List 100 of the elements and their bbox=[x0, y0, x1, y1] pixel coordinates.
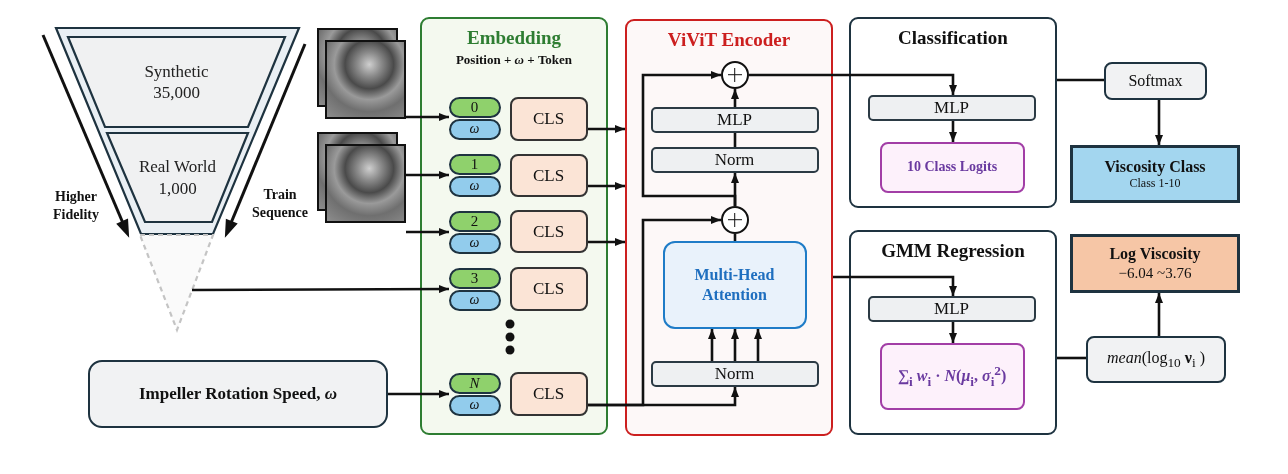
omega-token-pill bbox=[448, 394, 501, 416]
formula: ∑$_{i}$ w$_{i}$ · N(μ$_{i}$, σ$_{i}$$^{2}$) bbox=[897, 362, 1007, 390]
layer-box bbox=[650, 106, 819, 133]
head-panel bbox=[849, 17, 1057, 208]
omega-symbol: ω bbox=[469, 398, 480, 412]
sum-junction bbox=[720, 60, 749, 89]
formula-box bbox=[879, 342, 1025, 410]
layer-label: Norm bbox=[714, 365, 755, 382]
data-tier-trapezoid bbox=[107, 133, 248, 222]
tier-name: Real World bbox=[138, 156, 217, 178]
layer-box bbox=[650, 360, 819, 387]
arrow bbox=[754, 329, 762, 361]
arrow bbox=[949, 121, 957, 142]
output-detail: −6.04 ~3.76 bbox=[1118, 263, 1192, 282]
token-index: 2 bbox=[470, 213, 479, 229]
layer-box bbox=[650, 146, 819, 173]
output-box bbox=[1070, 234, 1240, 293]
arrow bbox=[731, 89, 739, 107]
token-index: 0 bbox=[470, 99, 479, 115]
layer-box bbox=[867, 94, 1036, 121]
block-label: Multi-Head Attention bbox=[693, 264, 776, 305]
token-label: CLS bbox=[532, 280, 565, 297]
attention-block bbox=[662, 240, 807, 329]
output-box bbox=[1070, 145, 1240, 203]
arrow bbox=[1155, 293, 1163, 336]
position-token-pill bbox=[448, 153, 501, 175]
input-box bbox=[88, 360, 388, 428]
arrow bbox=[588, 216, 721, 407]
connector-line bbox=[1057, 356, 1086, 360]
layer-label: MLP bbox=[934, 99, 969, 116]
token-label: CLS bbox=[532, 385, 565, 402]
arrow bbox=[588, 182, 625, 190]
panel-title: ViViT Encoder bbox=[667, 29, 791, 52]
output-box bbox=[879, 141, 1025, 193]
omega-token-pill bbox=[448, 289, 501, 311]
function-label: mean(log$_{10}$ ν$_{i}$ ) bbox=[1107, 349, 1205, 370]
function-label: Softmax bbox=[1128, 73, 1183, 89]
sample-count: 1,000 bbox=[158, 177, 197, 199]
connector-line bbox=[733, 234, 737, 241]
token-index: 3 bbox=[470, 270, 479, 286]
omega-token-pill bbox=[448, 175, 501, 197]
position-token-pill bbox=[448, 96, 501, 118]
token-label: CLS bbox=[532, 110, 565, 127]
arrow bbox=[388, 390, 449, 398]
panel-title: GMM Regression bbox=[881, 240, 1025, 263]
head-panel bbox=[849, 230, 1057, 435]
direction-note: Train Sequence bbox=[251, 186, 309, 221]
cls-token-box bbox=[509, 153, 588, 197]
embedding-panel bbox=[420, 17, 608, 435]
token-index: 1 bbox=[470, 156, 479, 172]
arrow bbox=[708, 329, 716, 361]
input-label: Impeller Rotation Speed, ω bbox=[138, 384, 337, 404]
layer-label: MLP bbox=[934, 300, 969, 317]
layer-label: MLP bbox=[717, 111, 752, 128]
position-token-pill bbox=[448, 267, 501, 289]
omega-symbol: ω bbox=[469, 122, 480, 136]
position-token-pill bbox=[448, 372, 501, 394]
arrow bbox=[833, 275, 957, 296]
arrow bbox=[406, 228, 449, 236]
arrow bbox=[192, 285, 449, 294]
direction-note: Higher Fidelity bbox=[52, 188, 100, 223]
connector-line bbox=[1057, 78, 1104, 82]
output-label: Viscosity Class bbox=[1104, 157, 1206, 176]
output-label: Log Viscosity bbox=[1109, 245, 1201, 264]
omega-token-pill bbox=[448, 232, 501, 254]
encoder-panel bbox=[625, 19, 833, 436]
omega-symbol: ω bbox=[469, 179, 480, 193]
output-label: 10 Class Logits bbox=[906, 159, 998, 175]
output-detail: Class 1-10 bbox=[1129, 176, 1181, 191]
data-tier-trapezoid bbox=[68, 37, 285, 127]
token-index: N bbox=[469, 375, 480, 391]
arrow bbox=[406, 171, 449, 179]
token-label: CLS bbox=[532, 222, 565, 240]
arrow bbox=[641, 71, 737, 206]
function-box bbox=[1104, 62, 1207, 100]
arrow bbox=[406, 113, 449, 121]
arrow bbox=[588, 238, 625, 246]
arrow bbox=[731, 329, 739, 361]
token-label: CLS bbox=[532, 166, 565, 184]
cls-token-box bbox=[509, 266, 588, 311]
arrow bbox=[749, 73, 957, 95]
function-box bbox=[1086, 336, 1226, 383]
dashed-triangle-outline bbox=[140, 235, 213, 330]
cls-token-box bbox=[509, 96, 588, 141]
panel-title: Classification bbox=[898, 27, 1008, 50]
omega-symbol: ω bbox=[469, 293, 480, 307]
tier-name: Synthetic bbox=[144, 60, 209, 82]
connector-line bbox=[733, 133, 737, 147]
arrow bbox=[949, 322, 957, 343]
omega-symbol: ω bbox=[469, 236, 480, 250]
cls-token-box bbox=[509, 209, 588, 253]
arrow bbox=[1155, 100, 1163, 145]
arrow bbox=[588, 125, 625, 133]
panel-title: Embedding bbox=[467, 27, 561, 50]
panel-subtitle: Position + ω + Token bbox=[455, 51, 573, 68]
omega-token-pill bbox=[448, 118, 501, 140]
position-token-pill bbox=[448, 210, 501, 232]
sum-junction bbox=[720, 205, 749, 234]
layer-label: Norm bbox=[714, 151, 755, 168]
cls-token-box bbox=[509, 371, 588, 416]
